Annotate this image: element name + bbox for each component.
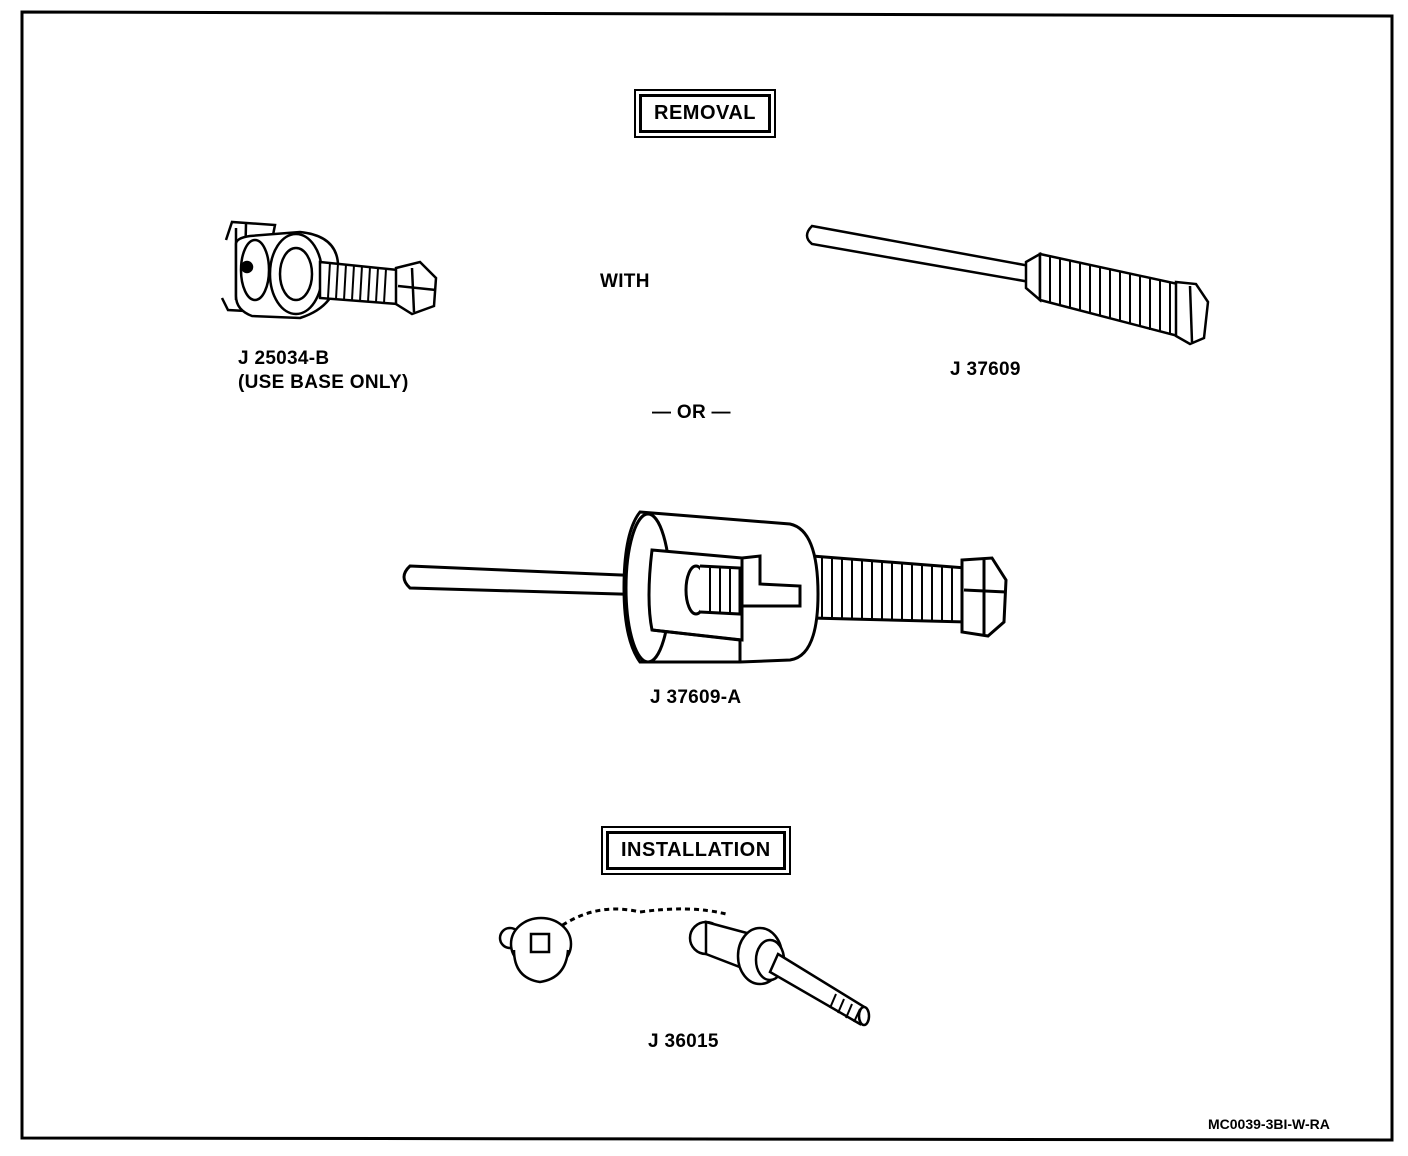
installation-header-box: INSTALLATION [601,826,791,875]
page-border [20,10,1394,1142]
installation-header: INSTALLATION [606,831,786,870]
base-tool-number: J 25034-B [238,348,330,369]
figure-code: MC0039-3BI-W-RA [1208,1116,1330,1132]
base-tool-note: (USE BASE ONLY) [238,372,409,393]
slide-rod-number: J 37609 [950,359,1021,380]
removal-header: REMOVAL [639,94,772,133]
with-label: WITH [600,271,650,292]
combined-puller-number: J 37609-A [650,687,742,708]
base-tool-illustration [220,220,438,320]
removal-header-box: REMOVAL [634,89,777,138]
combined-puller-illustration [402,510,1008,664]
installer-illustration [498,907,871,1027]
slide-rod-illustration [805,224,1210,346]
installer-number: J 36015 [648,1031,719,1052]
or-label: — OR — [652,402,731,423]
